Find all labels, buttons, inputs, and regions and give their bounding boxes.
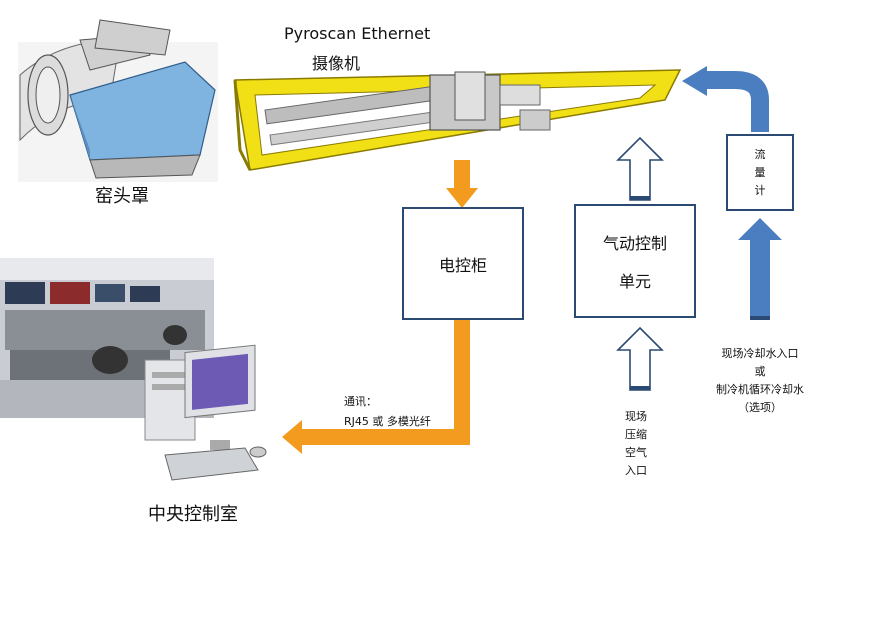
air-inlet-label: 现场 压缩 空气 入口	[610, 408, 662, 480]
pneumatic-unit-label-line1: 气动控制	[602, 234, 667, 253]
orange-arrow-camera-to-cabinet	[446, 160, 478, 208]
computer-illustration	[144, 344, 267, 481]
hollow-arrow-air-inlet	[616, 326, 664, 391]
orange-arrow-cabinet-to-pc	[282, 320, 470, 454]
electric-cabinet-label: 电控柜	[438, 255, 487, 275]
blue-arrow-water-inlet	[738, 218, 782, 320]
electric-cabinet-box: 电控柜	[402, 207, 524, 320]
hollow-arrow-pneumatic-to-camera	[616, 136, 664, 201]
water-inlet-line1: 现场冷却水入口	[721, 347, 799, 360]
water-inlet-line3: 制冷机循环冷却水	[716, 383, 804, 396]
kiln-hood-label: 窑头罩	[95, 186, 149, 207]
air-inlet-line4: 入口	[625, 464, 647, 477]
flowmeter-label-1: 流	[754, 147, 766, 161]
air-inlet-line1: 现场	[625, 410, 647, 423]
water-inlet-line2: 或	[754, 365, 766, 378]
water-inlet-label: 现场冷却水入口 或 制冷机循环冷却水 （选项）	[700, 345, 820, 417]
water-inlet-line4: （选项）	[738, 401, 782, 414]
pneumatic-unit-box: 气动控制 单元	[574, 204, 696, 318]
air-inlet-line3: 空气	[625, 446, 647, 459]
flowmeter-label-3: 计	[754, 183, 766, 197]
pneumatic-unit-label-line2: 单元	[618, 272, 651, 291]
camera-frame-illustration	[233, 69, 682, 171]
camera-title-line1: Pyroscan Ethernet	[284, 24, 431, 43]
comm-label-line1: 通讯：	[344, 395, 377, 408]
flowmeter-box: 流 量 计	[726, 134, 794, 211]
kiln-hood-illustration	[18, 19, 218, 182]
air-inlet-line2: 压缩	[625, 428, 647, 441]
flowmeter-label-2: 量	[754, 165, 766, 179]
camera-title-line2: 摄像机	[312, 54, 361, 73]
control-room-label: 中央控制室	[148, 504, 238, 525]
blue-arrow-flowmeter-to-camera	[682, 66, 769, 132]
comm-label-line2: RJ45 或 多模光纤	[344, 415, 431, 428]
